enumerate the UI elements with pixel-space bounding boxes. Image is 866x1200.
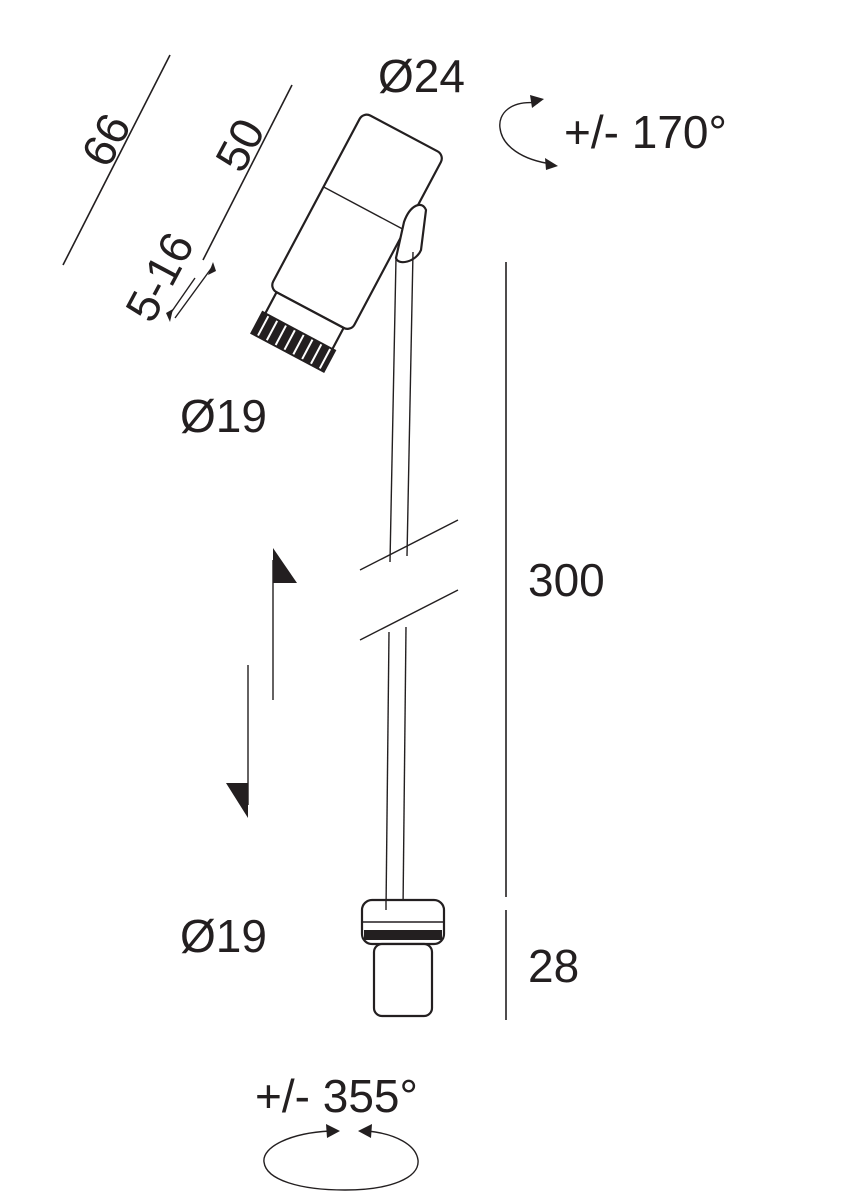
dim-label-28: 28 — [528, 940, 579, 992]
stem — [359, 251, 459, 911]
dim-label-50: 50 — [205, 110, 275, 180]
focus-travel-arrow — [166, 262, 216, 322]
lamp-head — [250, 113, 443, 374]
dim-label-lens-diameter: Ø19 — [180, 390, 267, 442]
dim-label-300: 300 — [528, 554, 605, 606]
base-rotation-label: +/- 355° — [255, 1070, 418, 1122]
pivot-joint — [394, 203, 428, 264]
height-adjust-arrows — [226, 548, 297, 818]
dim-line-50 — [202, 84, 293, 261]
tilt-rotation-icon — [499, 95, 558, 170]
tilt-angle-label: +/- 170° — [564, 106, 727, 158]
dim-label-head-diameter: Ø24 — [378, 50, 465, 102]
dim-line-66 — [62, 54, 171, 266]
base-rotation-icon — [263, 1124, 419, 1191]
dim-label-base-diameter: Ø19 — [180, 910, 267, 962]
dim-label-5-16: 5-16 — [115, 224, 204, 330]
dim-label-66: 66 — [71, 105, 141, 175]
base-spigot — [360, 898, 446, 1018]
